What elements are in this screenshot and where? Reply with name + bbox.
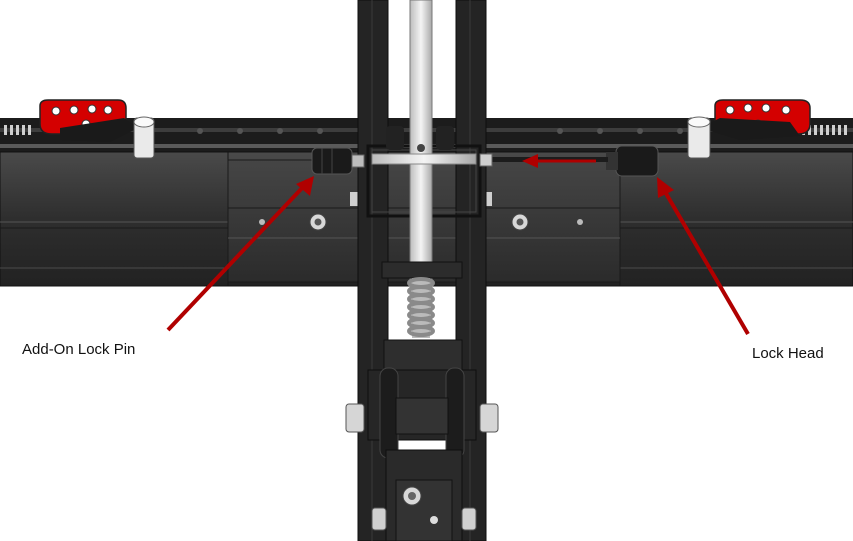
clamp-right	[687, 99, 811, 159]
direction-arrow	[522, 154, 596, 168]
clamp-left	[39, 99, 155, 159]
callout-arrow-lock-pin	[166, 176, 314, 332]
spring	[407, 277, 435, 338]
hinge-bracket	[345, 339, 499, 541]
lock-pin-label: Add-On Lock Pin	[22, 341, 136, 358]
lock-head-label: Lock Head	[752, 345, 824, 362]
callout-arrow-lock-head	[657, 177, 750, 336]
bolt-right	[511, 213, 529, 231]
lock-pin	[311, 147, 365, 175]
bolt-left	[309, 213, 327, 231]
